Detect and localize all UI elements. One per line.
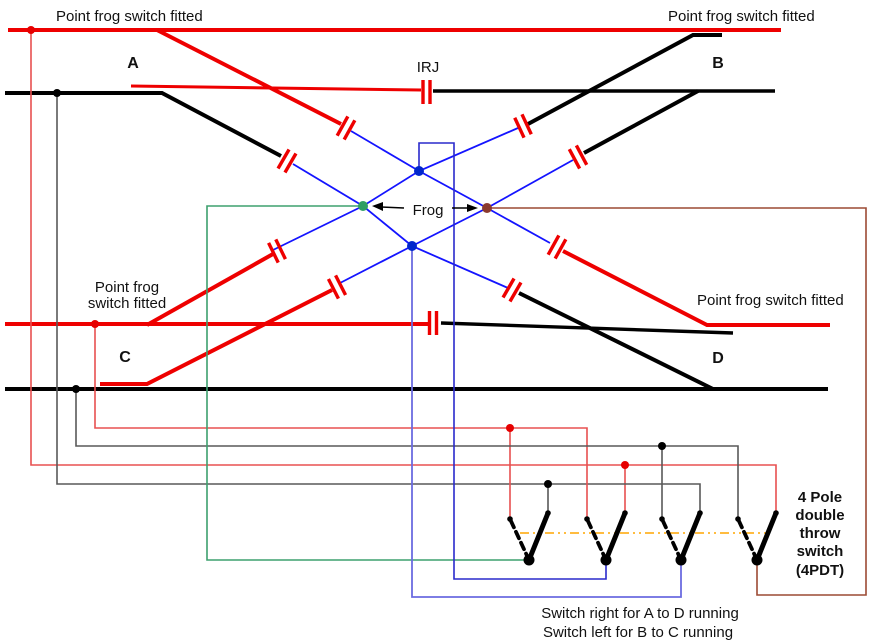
irj-mark-b-lower [567,144,589,170]
pole-1-lever-right-solid [526,510,551,563]
frog-rail-ad-upper [350,130,551,244]
turnout-c-upper-red [146,252,274,327]
label-point-frog-mid-left-line1: Point frog [95,279,159,296]
blade-b-black [527,33,722,126]
pole-3-lever-right-solid [678,510,703,563]
switch-pole-4 [735,510,779,566]
pole-4-left-contact [735,516,741,522]
frog-section-rails [272,127,574,289]
irj-mark-a-lower [276,148,298,174]
blade-a-red [130,84,422,92]
irj-marks [267,80,589,335]
pole-3-left-contact [659,516,665,522]
tap-dot-bottom-red-rail [91,320,99,328]
label-track-b: B [712,55,724,72]
junction-dots [27,26,666,488]
label-4pdt-line4: switch [797,543,844,560]
blade-c-red [100,288,333,386]
label-4pdt-line3: throw [800,525,841,542]
tap-dot-top-red-rail [27,26,35,34]
label-point-frog-mid-left-line2: switch fitted [88,295,166,312]
irj-mark-bottom-horizontal [427,311,439,335]
frog-rail-ad-lower [292,163,509,289]
label-4pdt-line5: (4PDT) [796,562,844,579]
pole-3-pivot [675,554,687,566]
pole-2-lever-left-dashed [585,517,608,562]
frog-bottom-dot [407,241,417,251]
track-rails [5,28,830,391]
frog-arrow-right-head-icon [467,204,478,212]
feed-wires [30,32,867,598]
irj-mark-d-upper [546,234,568,260]
pole-1-right-contact [545,510,551,516]
label-4pdt-line2: double [795,507,844,524]
wire-top-frog-blue [418,142,607,580]
switch-pole-2 [584,510,628,566]
tap-dot-top-black-rail [53,89,61,97]
pole-1-left-contact [507,516,513,522]
irj-mark-c-lower [326,274,348,300]
turnout-b-lower-black [583,89,699,155]
label-point-frog-top-left: Point frog switch fitted [56,8,203,25]
junction-dot-red-bus-2 [621,461,629,469]
pole-1-lever-left-dashed [508,517,531,562]
label-point-frog-top-right: Point frog switch fitted [668,8,815,25]
label-track-c: C [119,349,131,366]
label-track-d: D [712,350,724,367]
pole-2-lever-right-solid [603,510,628,563]
junction-dot-red-bus-1 [506,424,514,432]
irj-mark-b-upper [513,113,533,139]
irj-mark-a-upper [335,115,357,141]
turnout-a-red-diagonal [156,28,342,126]
label-4pdt-line1: 4 Pole [798,489,842,506]
label-point-frog-mid-right: Point frog switch fitted [697,292,844,309]
wire-bottom-frog-blue [411,246,682,598]
irj-mark-top-horizontal [421,80,432,104]
wire-top-red-rail-feed [30,32,777,513]
text-labels: Point frog switch fitted Point frog swit… [56,8,845,641]
irj-mark-c-upper [267,238,287,264]
irj-mark-d-lower [501,277,523,303]
pole-2-right-contact [622,510,628,516]
label-track-a: A [127,55,139,72]
switch-pole-1 [507,510,551,566]
label-caption-line2: Switch left for B to C running [543,624,733,641]
tap-dot-bottom-black-rail [72,385,80,393]
pole-2-pivot [600,554,612,566]
rail-top-black-and-turnout-a [5,91,282,158]
pole-4-right-contact [773,510,779,516]
frog-rail-bc-lower [339,159,574,284]
frog-top-dot [414,166,424,176]
wire-bottom-red-rail-feed [94,327,588,519]
switch-pole-3 [659,510,703,566]
wire-top-black-rail-feed [56,95,701,513]
frog-arrow-left-head-icon [372,202,383,211]
frog-arrow-left-icon [380,206,405,209]
frog-pointer [372,202,478,212]
wire-right-frog-brown [487,207,867,596]
pole-1-pivot [523,554,535,566]
pole-3-right-contact [697,510,703,516]
pole-4-lever-right-solid [754,510,779,563]
turnout-d-red [562,249,830,327]
switch-4pdt [507,510,779,566]
wire-bottom-black-rail-feed [75,391,739,519]
pole-3-lever-left-dashed [660,517,683,562]
pole-4-lever-left-dashed [736,517,759,562]
junction-dot-gray-bus-2 [658,442,666,450]
junction-dot-gray-bus-1 [544,480,552,488]
label-frog: Frog [413,202,444,219]
label-irj: IRJ [417,59,440,76]
label-caption-line1: Switch right for A to D running [541,605,739,622]
frog-rail-bc-upper [272,127,519,251]
pole-2-left-contact [584,516,590,522]
frog-right-dot [482,203,492,213]
frog-left-dot [358,201,368,211]
turnout-d-black [518,291,714,391]
pole-4-pivot [751,554,763,566]
wire-left-frog-green [206,205,529,561]
